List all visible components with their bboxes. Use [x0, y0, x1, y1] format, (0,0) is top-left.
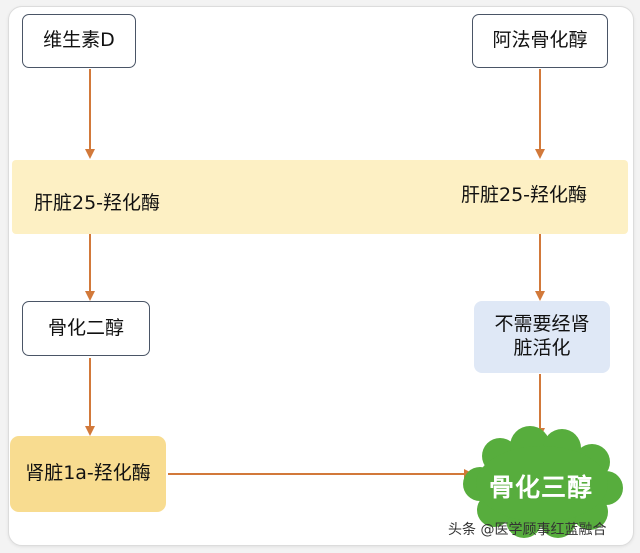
node-liver-enzyme-left: 肝脏25-羟化酶 — [34, 192, 161, 214]
node-vitamin-d-label: 维生素D — [43, 29, 115, 52]
node-kidney-enzyme-label: 肾脏1a-羟化酶 — [25, 462, 151, 485]
node-liver-enzyme-right: 肝脏25-羟化酶 — [461, 184, 588, 206]
node-calcitriol: 骨化三醇 — [488, 473, 593, 502]
liver-enzyme-band — [12, 160, 628, 234]
watermark: 头条 @医学顾事红蓝融合 — [448, 522, 607, 538]
calcitriol-cloud — [463, 426, 623, 538]
node-alfacalcidol: 阿法骨化醇 — [472, 14, 608, 68]
node-kidney-enzyme: 肾脏1a-羟化酶 — [10, 436, 166, 512]
node-no-kidney: 不需要经肾脏活化 — [474, 301, 610, 373]
node-alfacalcidol-label: 阿法骨化醇 — [492, 29, 588, 52]
node-vitamin-d: 维生素D — [22, 14, 136, 68]
node-calcidiol-label: 骨化二醇 — [47, 316, 124, 339]
node-calcidiol: 骨化二醇 — [22, 301, 150, 356]
node-no-kidney-label: 不需要经肾脏活化 — [494, 313, 590, 359]
